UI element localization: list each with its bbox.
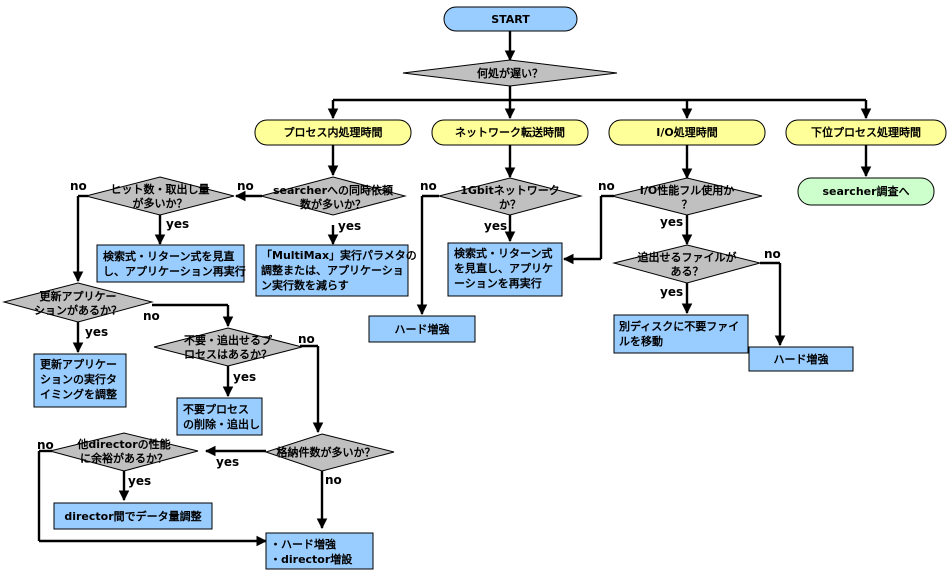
- label-yes: yes: [660, 215, 683, 229]
- svg-text:ン実行数を減らす: ン実行数を減らす: [261, 278, 349, 292]
- label-no: no: [143, 309, 160, 323]
- connectors: [37, 30, 872, 547]
- svg-text:「MultiMax」実行パラメタの: 「MultiMax」実行パラメタの: [261, 248, 417, 262]
- decision-unneeded-process: 不要・追出せるプ ロセスはあるか？: [153, 327, 303, 367]
- label-yes: yes: [216, 455, 239, 469]
- category-network: ネットワーク転送時間: [431, 119, 589, 146]
- label-yes: yes: [85, 325, 108, 339]
- svg-text:ロセスはあるか？: ロセスはあるか？: [184, 348, 272, 361]
- svg-text:に余裕があるか？: に余裕があるか？: [80, 451, 168, 465]
- svg-text:イミングを調整: イミングを調整: [40, 387, 117, 401]
- svg-text:ある？: ある？: [671, 265, 704, 278]
- decision-other-director: 他directorの性能 に余裕があるか？: [49, 432, 199, 472]
- svg-text:ネットワーク転送時間: ネットワーク転送時間: [455, 125, 565, 139]
- label-no: no: [37, 438, 54, 452]
- label-yes: yes: [233, 370, 256, 384]
- svg-text:し、アプリケーション再実行: し、アプリケーション再実行: [103, 264, 246, 278]
- label-no: no: [325, 473, 342, 487]
- decision-evictable-file: 追出せるファイルが ある？: [612, 244, 762, 284]
- action-hw-network: ハード増強: [368, 315, 476, 343]
- svg-text:別ディスクに不要ファイ: 別ディスクに不要ファイ: [618, 319, 739, 333]
- svg-text:？: ？: [682, 198, 693, 211]
- decision-io-full: I/O性能フル使用か ？: [611, 177, 763, 216]
- action-move-file: 別ディスクに不要ファイ ルを移動: [613, 314, 749, 354]
- svg-text:数が多いか？: 数が多いか？: [300, 197, 366, 211]
- decision-hits: ヒット数・取出し量 が多いか？: [85, 176, 235, 216]
- action-director-adjust: director間でデータ量調整: [53, 502, 213, 530]
- svg-text:更新アプリケー: 更新アプリケー: [40, 289, 117, 303]
- svg-text:I/O処理時間: I/O処理時間: [656, 125, 717, 139]
- svg-text:プロセス内処理時間: プロセス内処理時間: [284, 125, 383, 139]
- svg-text:ションがあるか？: ションがあるか？: [34, 303, 122, 317]
- svg-text:ハード増強: ハード増強: [395, 322, 450, 336]
- svg-text:格納件数が多いか？: 格納件数が多いか？: [277, 445, 376, 459]
- svg-text:更新アプリケー: 更新アプリケー: [40, 357, 117, 371]
- category-process: プロセス内処理時間: [254, 119, 412, 146]
- label-yes: yes: [128, 474, 151, 488]
- decision-searcher-concurrency: searcherへの同時依頼 数が多いか？: [259, 176, 407, 216]
- svg-text:1Gbitネットワーク: 1Gbitネットワーク: [460, 184, 560, 197]
- svg-text:検索式・リターン式を見直: 検索式・リターン式を見直: [103, 249, 234, 263]
- action-multimax: 「MultiMax」実行パラメタの 調整または、アプリケーショ ン実行数を減らす: [255, 244, 417, 297]
- svg-text:I/O性能フル使用か: I/O性能フル使用か: [640, 183, 734, 197]
- svg-text:START: START: [491, 13, 530, 26]
- svg-text:・director増設: ・director増設: [270, 552, 353, 566]
- terminal-searcher: searcher調査へ: [797, 177, 935, 206]
- svg-text:追出せるファイルが: 追出せるファイルが: [638, 250, 737, 264]
- label-no: no: [598, 179, 615, 193]
- svg-text:何処が遅い？: 何処が遅い？: [477, 66, 543, 80]
- category-subprocess: 下位プロセス処理時間: [785, 119, 947, 146]
- svg-text:ーションを再実行: ーションを再実行: [454, 276, 542, 290]
- svg-text:の削除・追出し: の削除・追出し: [183, 417, 260, 431]
- decision-gbit-network: 1Gbitネットワーク か？: [437, 177, 583, 216]
- label-no: no: [237, 179, 254, 193]
- action-delete-process: 不要プロセス の削除・追出し: [176, 397, 263, 436]
- label-no: no: [70, 179, 87, 193]
- svg-text:検索式・リターン式: 検索式・リターン式: [454, 246, 552, 260]
- svg-text:ションの実行タ: ションの実行タ: [40, 372, 117, 386]
- category-io: I/O処理時間: [608, 119, 766, 146]
- svg-text:が多いか？: が多いか？: [133, 196, 188, 210]
- svg-text:不要プロセス: 不要プロセス: [183, 402, 249, 416]
- svg-text:director間でデータ量調整: director間でデータ量調整: [64, 509, 201, 523]
- label-yes: yes: [166, 217, 189, 231]
- start-terminal: START: [443, 6, 578, 32]
- label-no: no: [298, 332, 315, 346]
- svg-text:ハード増強: ハード増強: [774, 352, 829, 366]
- decision-update-app: 更新アプリケー ションがあるか？: [2, 282, 154, 323]
- branch-labels: no yes no yes yes no no yes yes no no ye…: [37, 179, 781, 488]
- action-review-search: 検索式・リターン式を見直 し、アプリケーション再実行: [96, 244, 246, 283]
- svg-text:か？: か？: [499, 198, 521, 211]
- label-yes: yes: [338, 219, 361, 233]
- action-update-timing: 更新アプリケー ションの実行タ イミングを調整: [33, 353, 127, 408]
- action-network-review: 検索式・リターン式 を見直し、アプリケ ーションを再実行: [447, 242, 563, 297]
- label-yes: yes: [484, 219, 507, 233]
- svg-text:を見直し、アプリケ: を見直し、アプリケ: [454, 261, 553, 275]
- decision-storage-count: 格納件数が多いか？: [264, 433, 395, 472]
- label-yes: yes: [660, 285, 683, 299]
- label-no: no: [764, 247, 781, 261]
- svg-text:他directorの性能: 他directorの性能: [76, 437, 170, 451]
- svg-text:不要・追出せるプ: 不要・追出せるプ: [184, 333, 273, 347]
- svg-text:searcher調査へ: searcher調査へ: [822, 184, 909, 198]
- label-no: no: [420, 179, 437, 193]
- svg-text:・ハード増強: ・ハード増強: [270, 537, 336, 551]
- svg-text:ヒット数・取出し量: ヒット数・取出し量: [111, 182, 210, 196]
- svg-text:調整または、アプリケーショ: 調整または、アプリケーショ: [261, 263, 404, 277]
- action-hw-director: ・ハード増強 ・director増設: [265, 532, 374, 570]
- svg-text:searcherへの同時依頼: searcherへの同時依頼: [273, 183, 394, 197]
- svg-text:ルを移動: ルを移動: [619, 334, 663, 348]
- svg-text:下位プロセス処理時間: 下位プロセス処理時間: [811, 125, 921, 139]
- action-hw-io: ハード増強: [748, 346, 854, 372]
- root-decision: 何処が遅い？: [402, 59, 618, 87]
